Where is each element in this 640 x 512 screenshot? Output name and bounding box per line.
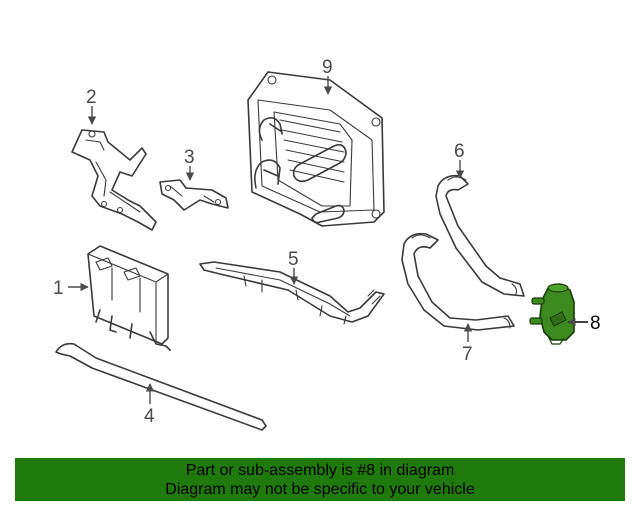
part-9-oil-cooler[interactable] <box>247 71 385 227</box>
part-4-tube[interactable] <box>55 342 267 431</box>
callout-9[interactable]: 9 <box>322 57 333 78</box>
callout-7[interactable]: 7 <box>462 344 473 365</box>
callout-6[interactable]: 6 <box>454 141 465 162</box>
info-banner: Part or sub-assembly is #8 in diagram Di… <box>15 458 625 501</box>
part-2-bracket[interactable] <box>71 129 157 231</box>
callout-8[interactable]: 8 <box>590 313 601 334</box>
part-5-tube[interactable] <box>199 261 385 325</box>
leader-lines <box>68 76 588 404</box>
banner-line-part: Part or sub-assembly is #8 in diagram <box>185 461 455 479</box>
banner-line-disclaimer: Diagram may not be specific to your vehi… <box>165 480 475 498</box>
part-7-hose[interactable] <box>401 232 515 331</box>
callout-1[interactable]: 1 <box>53 278 64 299</box>
part-1-cooler[interactable] <box>87 245 171 351</box>
part-6-hose[interactable] <box>435 174 525 297</box>
callout-2[interactable]: 2 <box>86 87 97 108</box>
callout-3[interactable]: 3 <box>184 147 195 168</box>
part-8-valve[interactable] <box>529 283 575 345</box>
part-3-bracket[interactable] <box>159 179 229 211</box>
callout-labels: 2 3 9 1 5 4 6 7 8 <box>53 57 601 427</box>
parts-diagram: 2 3 9 1 5 4 6 7 8 <box>53 57 601 431</box>
callout-5[interactable]: 5 <box>288 249 299 270</box>
callout-4[interactable]: 4 <box>144 406 155 427</box>
